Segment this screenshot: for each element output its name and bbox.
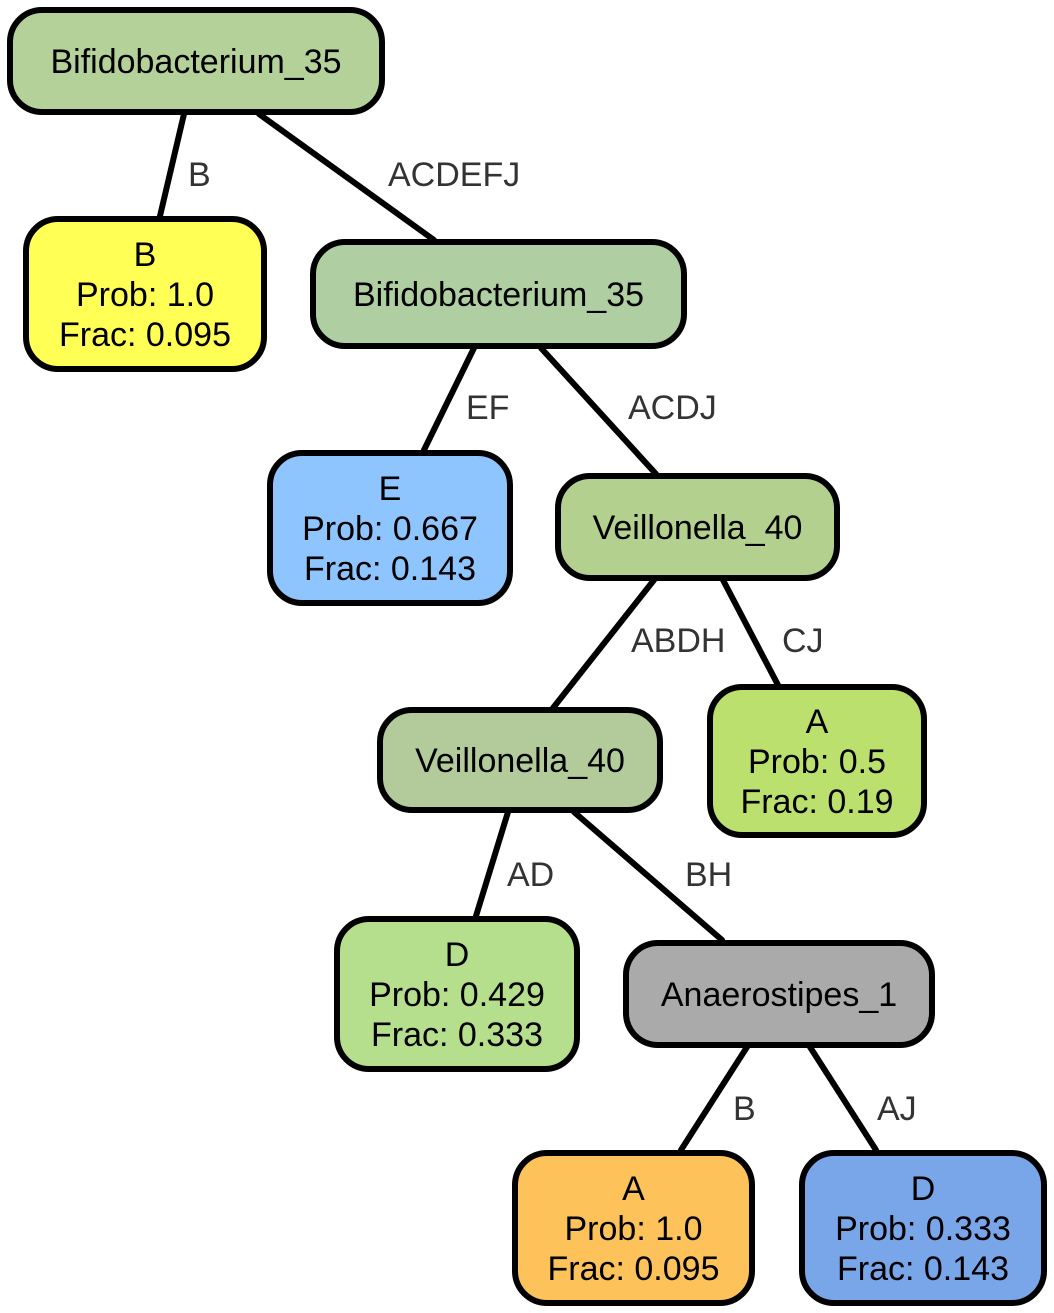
node-frac-label: Frac: 0.095 [59,316,231,354]
node-root: Bifidobacterium_35 [7,7,385,115]
edge-label: ABDH [631,622,725,660]
node-split-label: Veillonella_40 [593,509,803,547]
node-anaero: Anaerostipes_1 [623,940,935,1048]
node-frac-label: Frac: 0.143 [837,1250,1009,1288]
node-frac-label: Frac: 0.143 [304,550,476,588]
node-box [267,450,513,606]
node-box [7,7,385,115]
node-prob-label: Prob: 0.333 [835,1210,1011,1248]
node-prob-label: Prob: 0.5 [748,743,886,781]
node-prob-label: Prob: 0.429 [369,976,545,1014]
edge-veil1-leafA1 [720,577,781,688]
node-box [310,239,687,349]
node-split-label: Bifidobacterium_35 [353,276,644,314]
node-veil2: Veillonella_40 [377,707,663,813]
edge-veil1-veil2 [550,577,657,711]
node-class-label: D [445,936,470,974]
node-box [799,1150,1047,1306]
node-split-label: Veillonella_40 [415,742,625,780]
edge-label: AJ [877,1090,917,1128]
node-bif2: Bifidobacterium_35 [310,239,687,349]
edges-layer [157,111,879,1153]
node-class-label: E [379,470,402,508]
edge-label: ACDEFJ [388,156,520,194]
edge-anaero-leafD2 [807,1044,879,1153]
node-prob-label: Prob: 1.0 [76,276,214,314]
node-box [623,940,935,1048]
node-frac-label: Frac: 0.333 [371,1016,543,1054]
edge-veil2-anaero [571,809,725,943]
node-class-label: D [911,1170,936,1208]
edge-label: BH [685,856,732,894]
node-box [512,1150,755,1306]
node-split-label: Bifidobacterium_35 [50,43,341,81]
node-frac-label: Frac: 0.095 [548,1250,720,1288]
edge-root-bif2 [256,111,437,243]
edge-label: CJ [782,622,824,660]
node-veil1: Veillonella_40 [555,473,840,581]
node-class-label: A [806,703,829,741]
node-split-label: Anaerostipes_1 [661,976,897,1014]
node-box [555,473,840,581]
edge-label: EF [466,389,509,427]
node-prob-label: Prob: 0.667 [302,510,478,548]
edge-bif2-leafE [421,345,477,453]
node-box [334,916,580,1072]
node-box [707,684,927,838]
edge-bif2-veil1 [538,345,659,477]
node-frac-label: Frac: 0.19 [740,783,893,821]
node-box [377,707,663,813]
node-box [23,216,267,372]
edge-label: ACDJ [628,389,717,427]
edge-veil2-leafD1 [473,809,511,919]
node-prob-label: Prob: 1.0 [565,1210,703,1248]
edge-label: B [188,156,211,194]
node-class-label: A [622,1170,645,1208]
edge-anaero-leafA2 [678,1044,750,1153]
edge-label: AD [507,856,554,894]
edge-root-leafB [157,111,187,219]
node-class-label: B [134,236,157,274]
edge-label: B [733,1090,756,1128]
